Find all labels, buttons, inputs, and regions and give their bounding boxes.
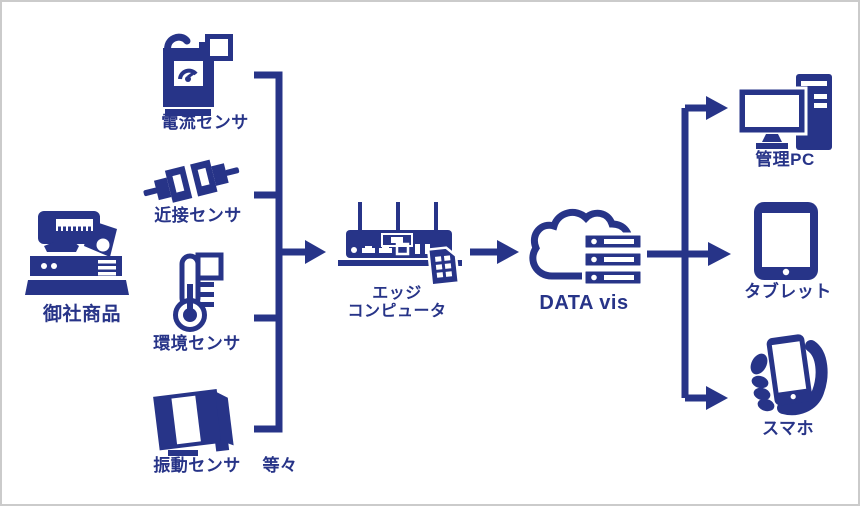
edge-computer-label: エッジ コンピュータ bbox=[347, 285, 447, 321]
smartphone-label: スマホ bbox=[762, 419, 814, 438]
arrow-to-edge-computer bbox=[305, 240, 326, 264]
hand-icon bbox=[750, 353, 775, 412]
proximity-sensor-icon bbox=[143, 159, 240, 203]
environment-sensor-label: 環境センサ bbox=[153, 334, 241, 353]
arrow-to-tablet bbox=[708, 242, 731, 266]
vibration-sensor-icon bbox=[153, 389, 234, 456]
sensor-bracket-line bbox=[254, 71, 283, 433]
server-stack-icon bbox=[582, 232, 644, 287]
management-pc-label: 管理PC bbox=[755, 150, 815, 169]
current-sensor-label: 電流センサ bbox=[161, 113, 249, 132]
current-sensor-icon bbox=[163, 33, 233, 116]
cloud-server-icon bbox=[529, 208, 644, 287]
arrow-to-pc bbox=[706, 96, 728, 120]
smartphone-icon bbox=[750, 334, 828, 416]
proximity-sensor-label: 近接センサ bbox=[154, 206, 242, 225]
management-pc-icon bbox=[736, 74, 832, 150]
vibration-sensor-label: 振動センサ bbox=[153, 456, 241, 475]
tablet-label: タブレット bbox=[744, 282, 832, 301]
cloud-label: DATA vis bbox=[539, 292, 629, 314]
product-machine-icon bbox=[25, 211, 129, 295]
sensors-etc-label: 等々 bbox=[262, 456, 298, 475]
tablet-icon bbox=[754, 202, 818, 280]
arrow-to-cloud bbox=[497, 240, 519, 264]
environment-sensor-icon bbox=[173, 252, 224, 332]
sim-card-icon bbox=[426, 246, 461, 286]
product-label: 御社商品 bbox=[42, 304, 121, 325]
arrow-to-smartphone bbox=[706, 386, 728, 410]
edge-computer-icon bbox=[338, 202, 462, 286]
